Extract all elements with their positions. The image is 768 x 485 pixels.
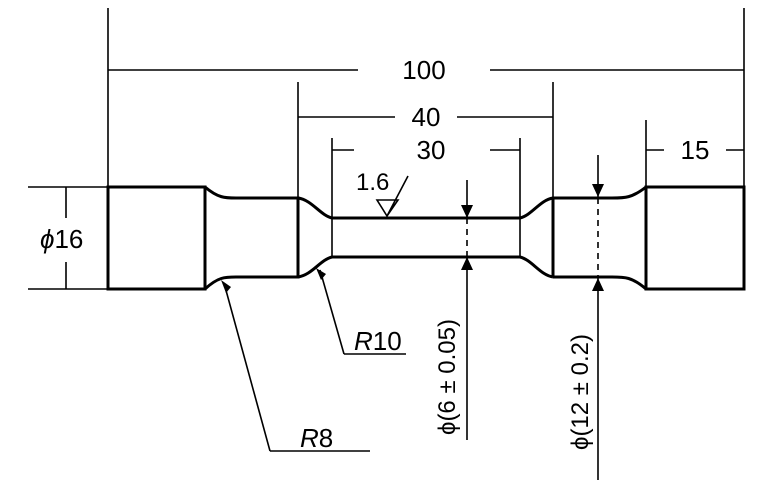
gauge-bottom-edge xyxy=(297,255,554,279)
dim-100-label: 100 xyxy=(402,55,445,85)
right-shoulder xyxy=(551,185,647,291)
r10-letter: R xyxy=(354,326,373,356)
dim-grip: 15 xyxy=(646,135,744,165)
specimen-outline xyxy=(106,185,746,291)
r8-value: 8 xyxy=(319,423,333,453)
dim-overall: 100 xyxy=(108,55,744,85)
roughness-triangle xyxy=(375,175,409,218)
r8-letter: R xyxy=(300,423,319,453)
dim-center-span: 40 xyxy=(298,102,553,132)
left-shoulder xyxy=(203,185,300,291)
grip-diameter-value: 16 xyxy=(54,224,83,254)
extension-lines xyxy=(28,8,745,290)
dim-gauge: 30 xyxy=(332,135,520,165)
gauge-top-edge xyxy=(297,196,554,220)
right-grip xyxy=(644,185,746,291)
gauge-diameter-label: ϕ(6 ± 0.05) xyxy=(434,319,461,435)
dim-gauge-diameter: ϕ(6 ± 0.05) xyxy=(434,180,473,440)
roughness-value: 1.6 xyxy=(356,169,389,196)
diameter-symbol: ϕ xyxy=(40,224,54,254)
dim-30-label: 30 xyxy=(417,135,446,165)
dim-grip-diameter: ϕ16 xyxy=(40,187,83,289)
r8-label: R8 xyxy=(300,423,333,453)
shoulder-diameter-label: ϕ(12 ± 0.2) xyxy=(567,334,594,450)
grip-diameter-label: ϕ16 xyxy=(40,224,83,254)
dim-15-label: 15 xyxy=(681,135,710,165)
dim-shoulder-diameter: ϕ(12 ± 0.2) xyxy=(567,155,604,480)
radius-r8-callout: R8 xyxy=(221,280,370,453)
surface-roughness-symbol: 1.6 xyxy=(356,169,409,218)
left-grip xyxy=(106,185,207,291)
dim-40-label: 40 xyxy=(412,102,441,132)
r10-label: R10 xyxy=(354,326,402,356)
r10-value: 10 xyxy=(373,326,402,356)
radius-r10-callout: R10 xyxy=(316,268,406,356)
